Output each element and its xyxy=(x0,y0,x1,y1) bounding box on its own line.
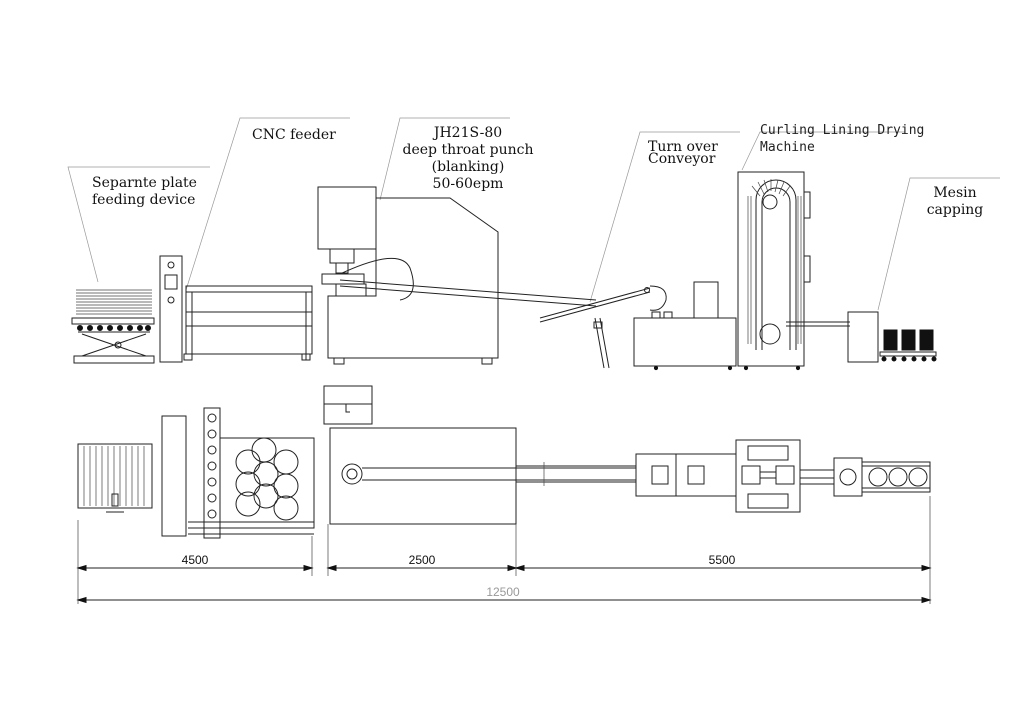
svg-text:capping: capping xyxy=(927,202,984,218)
curling-machine-label: Curling Lining Drying Machine xyxy=(760,123,924,155)
separate-plate-feeder-plan xyxy=(77,443,153,513)
cnc-feeder-plan xyxy=(161,407,315,539)
capping-label: Mesin capping xyxy=(927,185,984,218)
punch-press-plan xyxy=(323,385,636,525)
svg-text:Separnte plate: Separnte plate xyxy=(92,175,197,191)
cnc-feeder-elevation xyxy=(159,255,313,363)
dimension-5500: 5500 xyxy=(709,553,736,567)
dimension-lines xyxy=(76,496,932,604)
svg-text:deep throat punch: deep throat punch xyxy=(403,142,534,158)
curling-machine-elevation xyxy=(633,171,850,371)
turn-over-conveyor-label: Turn over Conveyor xyxy=(648,139,718,167)
svg-text:Mesin: Mesin xyxy=(933,185,976,201)
svg-text:JH21S-80: JH21S-80 xyxy=(432,125,502,141)
label-leaders xyxy=(67,117,1000,311)
dimension-2500: 2500 xyxy=(409,553,436,567)
capping-machine-elevation xyxy=(847,311,937,363)
punch-press-elevation xyxy=(317,186,597,365)
svg-text:feeding device: feeding device xyxy=(92,192,195,208)
curling-machine-plan xyxy=(635,439,834,513)
svg-text:(blanking): (blanking) xyxy=(432,159,505,175)
dimension-4500: 4500 xyxy=(182,553,209,567)
capping-machine-plan xyxy=(833,457,931,497)
svg-text:Curling Lining Drying: Curling Lining Drying xyxy=(760,123,924,138)
dimension-total-12500: 12500 xyxy=(486,585,520,599)
separate-plate-feeder-elevation xyxy=(71,289,155,364)
cnc-feeder-label: CNC feeder xyxy=(252,127,336,143)
svg-text:50-60epm: 50-60epm xyxy=(433,176,504,192)
svg-text:Machine: Machine xyxy=(760,140,815,155)
svg-text:Turn over: Turn over xyxy=(648,139,718,155)
separate-plate-label: Separnte plate feeding device xyxy=(92,175,197,208)
punch-label: JH21S-80 deep throat punch (blanking) 50… xyxy=(403,125,534,192)
svg-text:Conveyor: Conveyor xyxy=(648,151,716,167)
turn-over-conveyor-elevation xyxy=(539,285,667,369)
